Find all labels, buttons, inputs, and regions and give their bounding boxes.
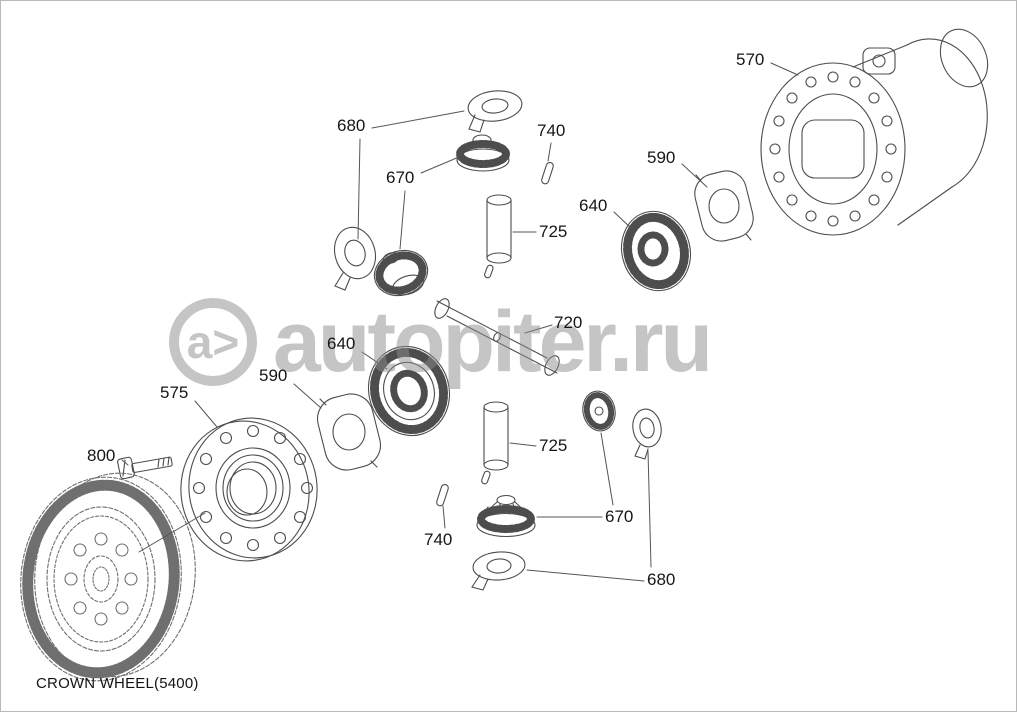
part-label-725-bottom: 725 bbox=[539, 436, 568, 455]
part-label-680-bottom: 680 bbox=[647, 570, 676, 589]
pin-740-top-drawing bbox=[541, 161, 554, 185]
part-label-670-top: 670 bbox=[386, 168, 415, 187]
cylinder-725-top-drawing bbox=[484, 194, 512, 279]
part-label-800: 800 bbox=[87, 446, 116, 465]
diagram-caption: CROWN WHEEL(5400) bbox=[36, 675, 199, 692]
pinion-gear-bottom-drawing bbox=[476, 494, 536, 538]
thrust-washer-590-right-drawing bbox=[694, 170, 754, 242]
tab-washer-right-drawing bbox=[632, 408, 662, 460]
lock-washer-bottom-drawing bbox=[471, 551, 526, 591]
tab-washer-top-drawing bbox=[333, 226, 377, 291]
part-label-740-bottom: 740 bbox=[424, 530, 453, 549]
pinion-gear-mid-drawing bbox=[373, 249, 429, 297]
part-label-570: 570 bbox=[736, 50, 765, 69]
flange-575-drawing bbox=[180, 417, 318, 562]
part-label-740-top: 740 bbox=[537, 121, 566, 140]
part-label-680-top: 680 bbox=[337, 116, 366, 135]
pinion-gear-small-drawing bbox=[582, 390, 616, 432]
crown-wheel-drawing bbox=[20, 472, 196, 682]
lock-washer-top-drawing bbox=[467, 90, 523, 133]
part-label-640-right: 640 bbox=[579, 196, 608, 215]
differential-case-drawing bbox=[760, 28, 989, 236]
pinion-gear-top-drawing bbox=[456, 134, 510, 172]
part-label-725-top: 725 bbox=[539, 222, 568, 241]
leader-lines bbox=[121, 62, 799, 582]
part-label-575: 575 bbox=[160, 383, 189, 402]
part-label-590-right: 590 bbox=[647, 148, 676, 167]
side-gear-640-left-drawing bbox=[367, 345, 451, 437]
part-label-670-bottom: 670 bbox=[605, 507, 634, 526]
cylinder-725-bottom-drawing bbox=[481, 401, 509, 485]
part-label-590-left: 590 bbox=[259, 366, 288, 385]
side-gear-640-right-drawing bbox=[621, 210, 691, 292]
part-label-720: 720 bbox=[554, 313, 583, 332]
part-label-640-left: 640 bbox=[327, 334, 356, 353]
cross-shaft-720-drawing bbox=[434, 298, 560, 376]
thrust-washer-590-left-drawing bbox=[316, 393, 382, 471]
pin-740-bottom-drawing bbox=[436, 483, 449, 507]
bolt-800-drawing bbox=[117, 456, 173, 480]
